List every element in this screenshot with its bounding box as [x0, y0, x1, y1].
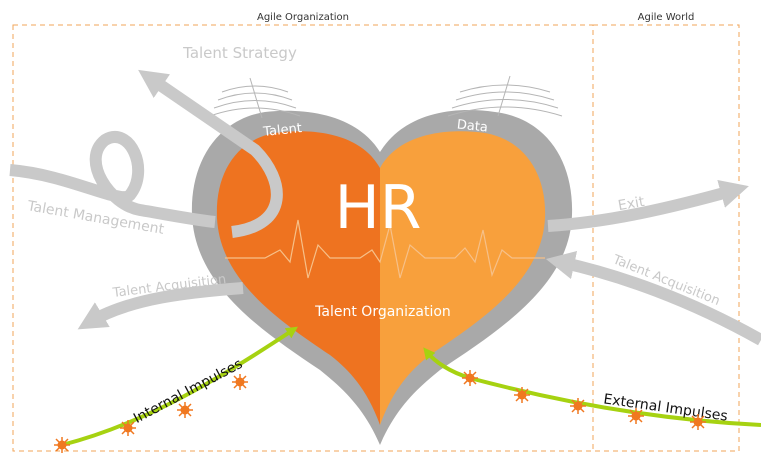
- spark-external-1: [462, 370, 478, 386]
- spark-internal-2: [120, 420, 136, 436]
- talent-acquisition-external-arrow: [545, 250, 761, 346]
- data-chamber-label: Data: [456, 117, 488, 135]
- agile-world-frame: [592, 24, 740, 452]
- exit-label: Exit: [617, 194, 646, 214]
- spark-external-5: [690, 414, 706, 430]
- internal-impulses-label: Internal Impulses: [131, 356, 245, 427]
- talent-acquisition-internal-arrow: [77, 282, 244, 330]
- right-sound-waves: [447, 75, 563, 117]
- spark-internal-3: [177, 402, 193, 418]
- agile-world-label: Agile World: [638, 12, 695, 23]
- left-sound-waves: [209, 77, 301, 119]
- talent-management-arrow: [9, 131, 216, 228]
- impulse-sparks: [54, 370, 706, 453]
- external-impulses-label: External Impulses: [602, 391, 728, 424]
- heart-right-chamber: [380, 131, 546, 426]
- internal-impulses-line: [61, 326, 299, 447]
- spark-external-4: [628, 408, 644, 424]
- spark-internal-4: [232, 374, 248, 390]
- talent-organization-label: Talent Organization: [314, 304, 451, 320]
- external-impulses-line: [423, 347, 761, 427]
- talent-management-label: Talent Management: [25, 198, 166, 238]
- heart-left-chamber: [216, 131, 380, 426]
- talent-chamber-label: Talent: [262, 121, 303, 140]
- talent-strategy-label: Talent Strategy: [182, 44, 297, 62]
- talent-strategy-arrow: [138, 69, 283, 238]
- exit-arrow: [547, 179, 749, 232]
- spark-external-3: [570, 398, 586, 414]
- spark-internal-1: [54, 437, 70, 453]
- hr-title: HR: [335, 173, 422, 243]
- heartbeat-line: [225, 219, 545, 279]
- agile-organization-label: Agile Organization: [257, 12, 349, 23]
- spark-external-2: [514, 387, 530, 403]
